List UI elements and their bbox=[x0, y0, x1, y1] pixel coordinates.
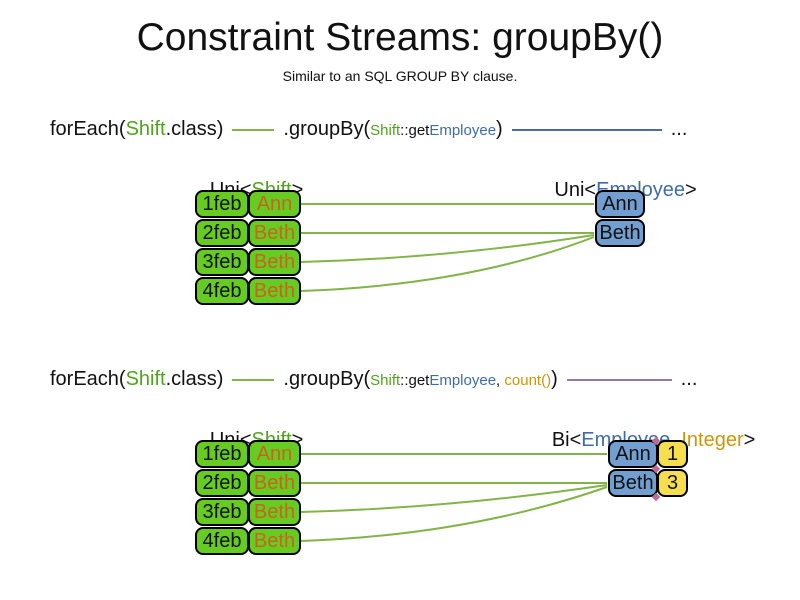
label-pre: Bi< bbox=[551, 429, 582, 451]
shift-date-cell: 4feb bbox=[195, 277, 249, 305]
code-groupby-open: .groupBy( bbox=[283, 118, 371, 140]
shift-employee-cell: Beth bbox=[248, 277, 301, 305]
code-ellipsis: ... bbox=[670, 118, 688, 140]
shift-employee-cell: Ann bbox=[248, 440, 301, 468]
shift-employee-cell: Beth bbox=[248, 469, 301, 497]
code-ellipsis: ... bbox=[680, 368, 698, 390]
shift-employee-cell: Beth bbox=[248, 498, 301, 526]
code-groupby-open: .groupBy( bbox=[283, 368, 371, 390]
code-line-groupby-1: forEach( Shift .class) .groupBy( Shift :… bbox=[50, 118, 687, 141]
code-arg-getter: ::get bbox=[400, 122, 430, 139]
code-groupby-close: ) bbox=[496, 118, 503, 140]
shift-table-1: 1feb Ann 2feb Beth 3feb Beth 4feb Beth bbox=[195, 190, 301, 306]
employee-box: Ann bbox=[595, 190, 645, 218]
green-wire bbox=[232, 378, 275, 381]
employee-count-result-list: Ann 1 Beth 3 bbox=[608, 440, 688, 498]
table-row: 4feb Beth bbox=[195, 527, 301, 555]
code-arg-employee: Employee bbox=[429, 122, 497, 139]
table-row: 2feb Beth bbox=[195, 469, 301, 497]
shift-date-cell: 1feb bbox=[195, 190, 249, 218]
code-foreach-open: forEach( bbox=[50, 368, 126, 390]
label-pre: Uni< bbox=[554, 179, 597, 201]
table-row: 1feb Ann bbox=[195, 440, 301, 468]
employee-result-list-1: Ann Beth bbox=[595, 190, 645, 248]
shift-date-cell: 3feb bbox=[195, 248, 249, 276]
shift-date-cell: 4feb bbox=[195, 527, 249, 555]
table-row: 4feb Beth bbox=[195, 277, 301, 305]
result-row: Beth 3 bbox=[608, 469, 688, 497]
shift-date-cell: 1feb bbox=[195, 440, 249, 468]
code-arg-shift: Shift bbox=[370, 372, 401, 389]
shift-employee-cell: Ann bbox=[248, 190, 301, 218]
code-arg-count: count() bbox=[504, 372, 552, 389]
label-post: > bbox=[291, 429, 304, 451]
result-row: Ann 1 bbox=[608, 440, 688, 468]
code-arg-getter: ::get bbox=[400, 372, 430, 389]
count-box: 1 bbox=[657, 440, 688, 468]
green-wire bbox=[232, 128, 275, 131]
result-row: Ann bbox=[595, 190, 645, 218]
purple-wire bbox=[566, 378, 672, 381]
table-row: 3feb Beth bbox=[195, 248, 301, 276]
table-row: 1feb Ann bbox=[195, 190, 301, 218]
page-title: Constraint Streams: groupBy() bbox=[136, 16, 664, 59]
code-arg-shift: Shift bbox=[370, 122, 401, 139]
shift-date-cell: 2feb bbox=[195, 219, 249, 247]
label-post: > bbox=[743, 429, 756, 451]
code-class-close: .class) bbox=[165, 118, 224, 140]
employee-box: Ann bbox=[608, 440, 658, 468]
code-arg-employee: Employee bbox=[429, 372, 497, 389]
page-subtitle: Similar to an SQL GROUP BY clause. bbox=[282, 68, 518, 84]
label-post: > bbox=[685, 179, 697, 201]
label-post: > bbox=[291, 179, 304, 201]
shift-employee-cell: Beth bbox=[248, 219, 301, 247]
code-class-close: .class) bbox=[165, 368, 224, 390]
code-groupby-close: ) bbox=[551, 368, 558, 390]
code-comma: , bbox=[496, 372, 505, 389]
blue-wire bbox=[511, 128, 662, 131]
shift-employee-cell: Beth bbox=[248, 527, 301, 555]
code-foreach-open: forEach( bbox=[50, 118, 126, 140]
table-row: 3feb Beth bbox=[195, 498, 301, 526]
employee-box: Beth bbox=[595, 219, 645, 247]
count-box: 3 bbox=[657, 469, 688, 497]
shift-date-cell: 3feb bbox=[195, 498, 249, 526]
code-line-groupby-2: forEach( Shift .class) .groupBy( Shift :… bbox=[50, 368, 697, 391]
employee-box: Beth bbox=[608, 469, 658, 497]
shift-table-2: 1feb Ann 2feb Beth 3feb Beth 4feb Beth bbox=[195, 440, 301, 556]
table-row: 2feb Beth bbox=[195, 219, 301, 247]
shift-date-cell: 2feb bbox=[195, 469, 249, 497]
code-shift-class: Shift bbox=[125, 118, 166, 140]
code-shift-class: Shift bbox=[125, 368, 166, 390]
shift-employee-cell: Beth bbox=[248, 248, 301, 276]
result-row: Beth bbox=[595, 219, 645, 247]
label-type2: Integer bbox=[681, 429, 744, 451]
